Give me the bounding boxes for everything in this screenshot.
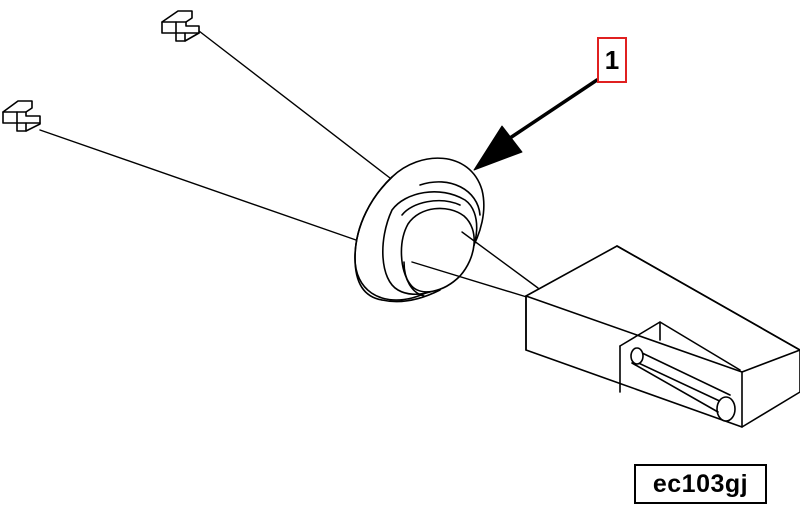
connector-lower-icon bbox=[2, 100, 41, 132]
callout-arrow-icon bbox=[473, 78, 599, 171]
sensor-disc-icon bbox=[354, 157, 485, 303]
connector-upper-icon bbox=[161, 10, 200, 42]
shaft-icon bbox=[630, 347, 736, 422]
wire-harness bbox=[39, 30, 391, 241]
callout-label: 1 bbox=[597, 37, 627, 83]
figure-id-label: ec103gj bbox=[634, 464, 767, 504]
housing-block-icon bbox=[525, 245, 800, 428]
projection-lines bbox=[411, 231, 539, 299]
